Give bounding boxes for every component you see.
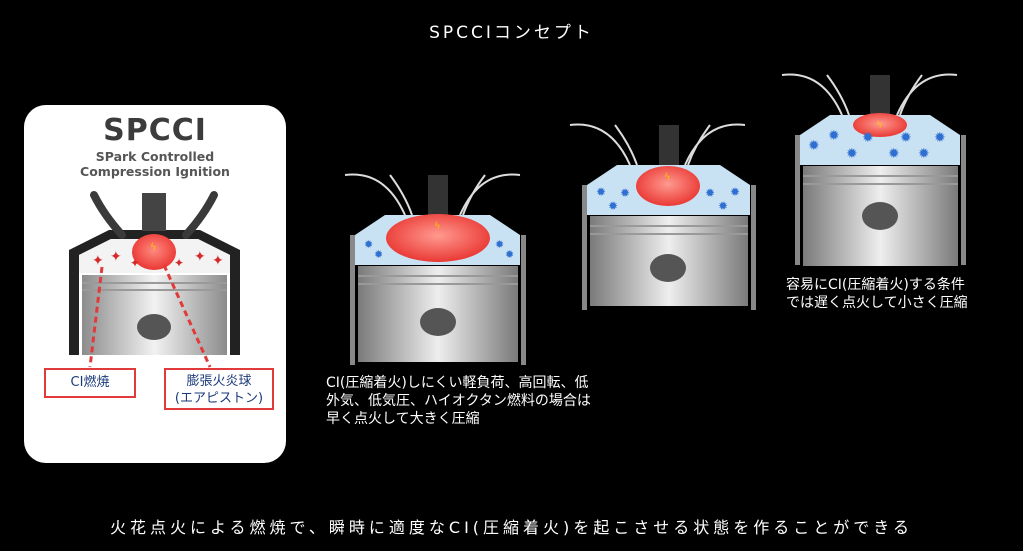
svg-text:✦: ✦ xyxy=(130,256,140,270)
combustion-chamber xyxy=(800,115,960,165)
caption-early-line2: 外気、低気圧、ハイオクタン燃料の場合は xyxy=(326,393,591,409)
caption-late-ignition: 容易にCI(圧縮着火)する条件 では遅く点火して小さく圧縮 xyxy=(786,276,968,312)
svg-text:✹: ✹ xyxy=(718,199,728,213)
piston-pin xyxy=(862,202,898,230)
page-title: SPCCIコンセプト xyxy=(429,23,594,43)
pointer-fireball xyxy=(162,264,212,368)
footer-description: 火花点火による燃焼で、瞬時に適度なCI(圧縮着火)を起こさせる状態を作ることがで… xyxy=(110,518,913,537)
svg-text:✹: ✹ xyxy=(374,248,383,261)
svg-text:✦: ✦ xyxy=(110,249,122,265)
svg-text:✦: ✦ xyxy=(194,249,206,265)
spcci-card: SPCCI SPark Controlled Compression Ignit… xyxy=(24,105,286,463)
intake-valve xyxy=(90,191,126,239)
card-subtitle-line1: SPark Controlled xyxy=(95,149,215,164)
svg-text:ϟ: ϟ xyxy=(434,221,441,232)
spark-plug-icon xyxy=(659,125,679,165)
svg-text:✹: ✹ xyxy=(934,130,946,146)
svg-text:✹: ✹ xyxy=(918,146,930,162)
svg-text:✹: ✹ xyxy=(828,128,840,144)
piston-pin xyxy=(650,254,686,282)
cylinder-wall xyxy=(69,230,240,355)
spark-cross-icon: ✦ ✦ ✦ ✦ ✦ ✦ xyxy=(92,249,224,270)
svg-text:✦: ✦ xyxy=(92,253,104,269)
svg-text:✹: ✹ xyxy=(620,186,630,200)
svg-text:✹: ✹ xyxy=(705,186,715,200)
piston-pin xyxy=(420,308,456,336)
card-title: SPCCI xyxy=(103,113,207,148)
fireball xyxy=(132,234,176,270)
svg-text:ϟ: ϟ xyxy=(876,120,883,131)
label-fireball-line1: 膨張火炎球 xyxy=(186,374,252,389)
svg-text:✹: ✹ xyxy=(730,185,740,199)
ci-star-icon: ✹✹✹ ✹✹✹ ✹✹ xyxy=(808,128,946,162)
fireball xyxy=(636,166,700,206)
svg-text:✹: ✹ xyxy=(888,146,900,162)
svg-text:✹: ✹ xyxy=(608,199,618,213)
engine-stage-mid-ignition: ϟ ✹✹✹ ✹✹✹ xyxy=(569,123,756,310)
piston-pin xyxy=(137,314,171,340)
svg-text:✦: ✦ xyxy=(174,256,184,270)
svg-text:✹: ✹ xyxy=(364,238,373,251)
ci-star-icon: ✹✹✹ ✹✹✹ xyxy=(596,185,740,213)
exhaust-valve xyxy=(182,191,218,239)
spark-icon: ϟ xyxy=(150,242,157,253)
svg-text:✹: ✹ xyxy=(862,130,874,146)
engine-stage-early-ignition: ϟ ✹✹ ✹✹ xyxy=(344,173,526,365)
svg-text:✹: ✹ xyxy=(495,238,504,251)
caption-late-line2: では遅く点火して小さく圧縮 xyxy=(786,295,968,311)
pointer-ci xyxy=(88,266,104,368)
fireball xyxy=(386,214,490,262)
spark-plug-icon xyxy=(870,75,890,115)
svg-text:✹: ✹ xyxy=(808,138,820,154)
svg-text:✹: ✹ xyxy=(505,248,514,261)
engine-stage-late-ignition: ϟ ✹✹✹ ✹✹✹ ✹✹ xyxy=(781,73,966,266)
fireball xyxy=(853,113,907,137)
spark-plug-icon xyxy=(428,175,448,215)
svg-text:✹: ✹ xyxy=(846,146,858,162)
svg-text:✦: ✦ xyxy=(212,253,224,269)
caption-early-ignition: CI(圧縮着火)しにくい軽負荷、高回転、低 外気、低気圧、ハイオクタン燃料の場合… xyxy=(326,374,591,428)
label-fireball: 膨張火炎球 (エアピストン) xyxy=(164,368,274,410)
card-subtitle-line2: Compression Ignition xyxy=(80,164,230,179)
svg-text:✹: ✹ xyxy=(900,130,912,146)
label-ci-combustion: CI燃焼 xyxy=(44,368,136,398)
svg-text:ϟ: ϟ xyxy=(664,172,671,183)
label-ci-text: CI燃焼 xyxy=(70,375,110,390)
ci-star-icon: ✹✹ ✹✹ xyxy=(364,238,514,261)
card-engine-diagram: ϟ ✦ ✦ ✦ ✦ ✦ ✦ xyxy=(69,191,240,368)
label-fireball-line2: (エアピストン) xyxy=(174,391,264,406)
caption-late-line1: 容易にCI(圧縮着火)する条件 xyxy=(786,277,965,293)
spark-plug-icon xyxy=(142,193,166,231)
caption-early-line1: CI(圧縮着火)しにくい軽負荷、高回転、低 xyxy=(326,375,589,391)
svg-text:✹: ✹ xyxy=(596,185,606,199)
caption-early-line3: 早く点火して大きく圧縮 xyxy=(326,411,480,427)
